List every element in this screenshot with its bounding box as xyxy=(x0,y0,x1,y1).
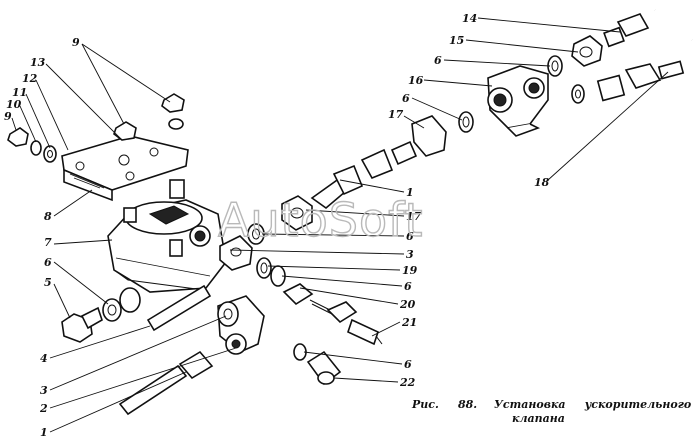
callout-7: 7 xyxy=(44,236,52,249)
callout-17-b: 17 xyxy=(406,210,422,223)
callout-3-a: 3 xyxy=(406,248,414,261)
caption-line-1: Установка ускорительного xyxy=(494,398,691,411)
fitting-3-19 xyxy=(219,235,286,287)
callout-16: 16 xyxy=(408,74,424,87)
callout-6-c: 6 xyxy=(44,256,52,269)
callout-15: 15 xyxy=(449,34,464,47)
tee-fitting-16 xyxy=(487,65,549,137)
callout-5: 5 xyxy=(44,276,52,289)
caption-fig-label: Рис. xyxy=(411,398,439,411)
callout-1-b: 1 xyxy=(40,426,48,439)
connector-1-upper xyxy=(310,140,418,210)
valve-body-7 xyxy=(107,179,227,293)
fitting-18 xyxy=(596,60,685,102)
callout-8: 8 xyxy=(44,210,52,223)
fitting-21 xyxy=(326,301,383,346)
bracket-8 xyxy=(61,135,189,202)
callout-3-b: 3 xyxy=(40,384,48,397)
callout-18: 18 xyxy=(534,176,550,189)
washer-6-left xyxy=(102,287,141,322)
callout-12: 12 xyxy=(22,72,38,85)
lower-fittings-2-4 xyxy=(118,284,265,416)
callout-6-b: 6 xyxy=(402,92,410,105)
callout-13: 13 xyxy=(30,56,46,69)
caption-line-2: клапана xyxy=(512,412,565,425)
banjo-bolt-22 xyxy=(293,343,342,386)
bolt-20 xyxy=(282,283,333,315)
callout-14: 14 xyxy=(462,12,477,25)
callout-10: 10 xyxy=(6,98,22,111)
callout-6-a: 6 xyxy=(434,54,442,67)
callout-9-b: 9 xyxy=(4,110,12,123)
nuts-9 xyxy=(7,93,185,147)
nut-15 xyxy=(571,35,603,67)
callout-20: 20 xyxy=(399,298,416,311)
plug-5 xyxy=(61,306,103,343)
washer-6-top xyxy=(547,55,585,104)
callout-17-a: 17 xyxy=(388,108,404,121)
callout-6-d: 6 xyxy=(406,230,414,243)
callout-1-a: 1 xyxy=(406,186,414,199)
hose-fitting-14 xyxy=(603,8,694,48)
callout-6-f: 6 xyxy=(404,358,412,371)
callout-4: 4 xyxy=(40,352,48,365)
callout-2: 2 xyxy=(39,402,48,415)
watermark: AutoSoft xyxy=(218,193,424,247)
callout-19: 19 xyxy=(402,264,418,277)
washers-10-12 xyxy=(30,140,57,163)
callout-22: 22 xyxy=(399,376,416,389)
callout-11: 11 xyxy=(12,86,27,99)
callout-21: 21 xyxy=(401,316,417,329)
caption-fig-number: 88. xyxy=(458,398,477,411)
union-17-upper xyxy=(411,111,474,157)
callout-6-e: 6 xyxy=(404,280,412,293)
callout-9-a: 9 xyxy=(72,36,80,49)
